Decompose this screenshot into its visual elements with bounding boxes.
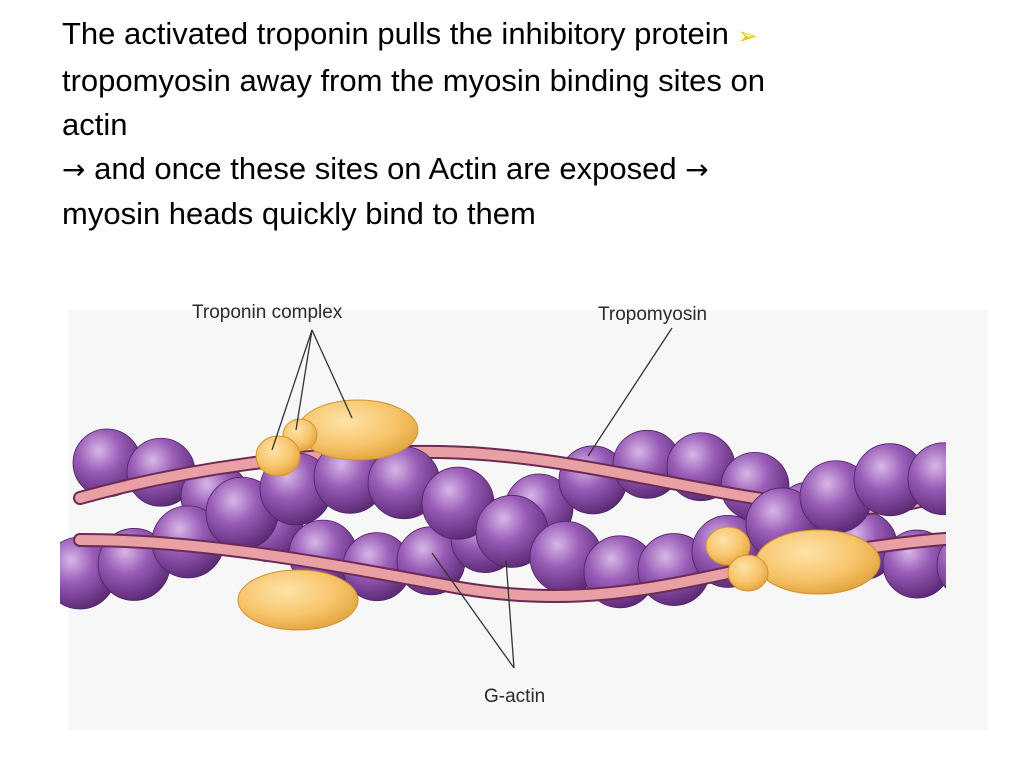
right-arrow-icon: → xyxy=(685,153,709,186)
leader-line-troponin xyxy=(271,329,313,451)
right-arrow-icon: → xyxy=(62,153,86,186)
leader-line-gactin xyxy=(431,552,515,669)
text-line-1: The activated troponin pulls the inhibit… xyxy=(62,12,962,59)
text-line-1-content: The activated troponin pulls the inhibit… xyxy=(62,16,729,51)
thin-filament-figure: Troponin complex Tropomyosin G-actin xyxy=(60,270,990,740)
troponin-complex-right xyxy=(705,526,881,595)
text-line-4: → and once these sites on Actin are expo… xyxy=(62,147,962,192)
troponin-t-subunit xyxy=(255,435,301,477)
leader-line-troponin xyxy=(311,329,353,419)
label-troponin-complex: Troponin complex xyxy=(192,302,343,323)
leader-lines xyxy=(271,327,673,669)
text-line-3: actin xyxy=(62,107,128,142)
troponin-c-subunit xyxy=(755,529,881,595)
leader-line-gactin xyxy=(505,559,515,669)
troponin-i-subunit xyxy=(705,526,751,566)
slide-text: The activated troponin pulls the inhibit… xyxy=(62,12,962,236)
text-line-2: tropomyosin away from the myosin binding… xyxy=(62,63,765,98)
g-actin-monomer xyxy=(936,541,946,589)
troponin-complex-lower-left xyxy=(237,569,359,631)
bullet-arrow-icon: ➢ xyxy=(737,23,758,50)
label-g-actin: G-actin xyxy=(484,686,545,707)
text-line-4-content: and once these sites on Actin are expose… xyxy=(94,151,677,186)
troponin-t-subunit xyxy=(727,554,769,592)
leader-line-tropomyosin xyxy=(587,327,673,457)
label-tropomyosin: Tropomyosin xyxy=(598,304,707,325)
g-actin-monomer xyxy=(907,442,946,516)
thin-filament-diagram: Troponin complex Tropomyosin G-actin xyxy=(60,302,988,730)
text-line-5: myosin heads quickly bind to them xyxy=(62,196,536,231)
troponin-complex-left xyxy=(255,399,419,477)
leader-line-troponin xyxy=(295,329,313,431)
